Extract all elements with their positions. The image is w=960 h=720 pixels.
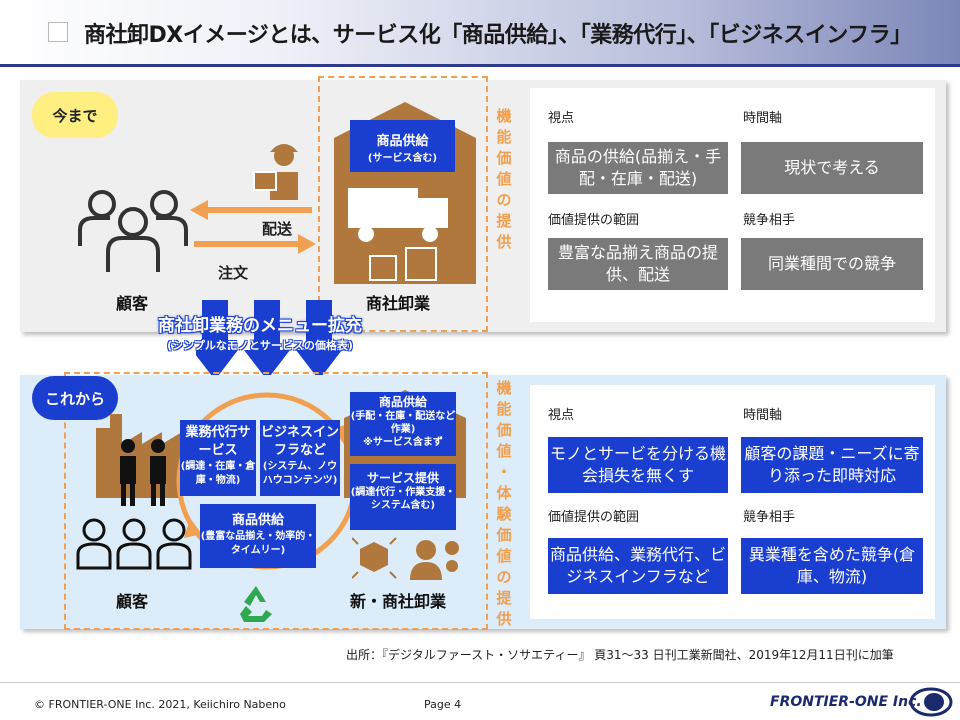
center-product-supply-box: 商品供給 (豊富な品揃え・効率的・タイムリー) [200,504,316,568]
top-competitor-label: 競争相手 [743,213,796,228]
top-vertical-label: 機能価値の提供 [494,106,514,253]
current-badge: 今まで [32,92,118,138]
right-product-supply-box: 商品供給 (手配・在庫・配送など作業) ※サービス含まず [350,392,456,456]
bottom-time-axis-label: 時間軸 [743,408,783,423]
bottom-vertical-char: 能 [496,400,512,418]
top-viewpoint-box: 商品の供給(品揃え・手配・在庫・配送) [548,142,728,194]
top-wholesaler-label: 商社卸業 [366,294,431,313]
bottom-viewpoint-label: 視点 [548,408,575,423]
bottom-vertical-char: 価 [496,421,512,439]
expansion-subtitle: (シンプルなモノとサービスの価格表) [167,339,353,352]
center-product-supply-sub: (豊富な品揃え・効率的・タイムリー) [200,531,316,556]
service-provision-title: サービス提供 [366,471,439,485]
top-customer-label: 顧客 [116,294,149,313]
right-product-supply-title: 商品供給 [378,395,427,409]
top-product-supply-box: 商品供給 (サービス含む) [350,120,455,172]
customer-group-icon [78,190,188,272]
top-competitor-box: 同業種間での競争 [741,238,923,290]
top-product-supply-sub: (サービス含む) [367,153,438,164]
top-time-axis-box: 現状で考える [741,142,923,194]
top-vertical-char: 提 [496,212,512,230]
center-product-supply-title: 商品供給 [231,513,284,528]
top-vertical-char: の [496,191,512,209]
bottom-vertical-char: 価 [496,526,512,544]
business-people-icon [120,439,166,506]
bottom-value-scope-box: 商品供給、業務代行、ビジネスインフラなど [548,538,728,594]
top-vertical-char: 機 [496,107,512,125]
footer-divider [0,682,960,683]
source-citation: 出所：『デジタルファースト・ソサエティー』 頁31～33 日刊工業新聞社、201… [346,648,894,662]
top-vertical-char: 値 [496,170,512,188]
delivery-order-arrows [190,200,316,254]
bottom-vertical-char: 体 [496,484,512,502]
future-badge: これから [32,376,118,420]
delivery-label: 配送 [262,220,293,238]
top-vertical-char: 価 [496,149,512,167]
new-wholesaler-label: 新・商社卸業 [350,592,447,611]
top-wholesaler-frame [318,76,488,332]
service-provision-box: サービス提供 (調達代行・作業支援・システム含む) [350,464,456,530]
page-number: Page 4 [424,698,462,711]
company-logo-text: FRONTIER-ONE Inc. [770,694,922,710]
service-operator-icon [352,537,459,580]
recycle-icon [240,586,272,622]
top-vertical-char: 能 [496,128,512,146]
delivery-person-icon [253,144,298,200]
order-label: 注文 [218,264,249,282]
copyright: © FRONTIER-ONE Inc. 2021, Keiichiro Nabe… [34,698,286,711]
expansion-title: 商社卸業務のメニュー拡充 [158,316,362,336]
agency-service-title: 業務代行サービス [185,425,251,458]
top-viewpoint-label: 視点 [548,111,575,126]
bottom-customer-label: 顧客 [116,592,149,611]
bottom-vertical-char: 値 [496,547,512,565]
workers-icon [76,518,192,570]
title-bullet-square [48,22,68,42]
title-bar [0,0,960,66]
page-title: 商社卸DXイメージとは、サービス化「商品供給」、「業務代行」、「ビジネスインフラ… [84,23,912,48]
bottom-vertical-char: ・ [496,463,512,481]
title-underline [0,64,960,67]
bottom-services-frame [64,372,488,630]
agency-service-box: 業務代行サービス (調達・在庫・倉庫・物流) [180,420,256,496]
business-infra-title: ビジネスインフラなど [260,425,339,458]
bottom-vertical-char: 値 [496,442,512,460]
bottom-competitor-box: 異業種を含めた競争(倉庫、物流) [741,538,923,594]
top-time-axis-label: 時間軸 [743,111,783,126]
bottom-competitor-label: 競争相手 [743,510,796,525]
top-value-scope-box: 豊富な品揃え商品の提供、配送 [548,238,728,290]
company-logo-icon [909,687,953,717]
right-product-supply-sub: (手配・在庫・配送など作業) [350,411,456,435]
top-product-supply-title: 商品供給 [376,134,429,149]
bottom-vertical-label: 機能価値・体験価値の提供 [494,378,514,630]
top-value-scope-label: 価値提供の範囲 [548,213,640,228]
bottom-vertical-char: の [496,568,512,586]
bottom-value-scope-label: 価値提供の範囲 [548,510,640,525]
bottom-vertical-char: 供 [496,610,512,628]
bottom-vertical-char: 験 [496,505,512,523]
bottom-vertical-char: 機 [496,379,512,397]
bottom-viewpoint-box: モノとサービを分ける機会損失を無くす [548,437,728,493]
bottom-time-axis-box: 顧客の課題・ニーズに寄り添った即時対応 [741,437,923,493]
service-provision-sub: (調達代行・作業支援・システム含む) [350,487,456,511]
expansion-down-arrows [196,300,342,380]
business-infra-box: ビジネスインフラなど (システム、ノウハウコンテンツ) [260,420,340,496]
top-vertical-char: 供 [496,233,512,251]
agency-service-sub: (調達・在庫・倉庫・物流) [180,461,256,486]
right-product-supply-note: ※サービス含まず [363,437,443,448]
business-infra-sub: (システム、ノウハウコンテンツ) [262,461,338,486]
bottom-vertical-char: 提 [496,589,512,607]
